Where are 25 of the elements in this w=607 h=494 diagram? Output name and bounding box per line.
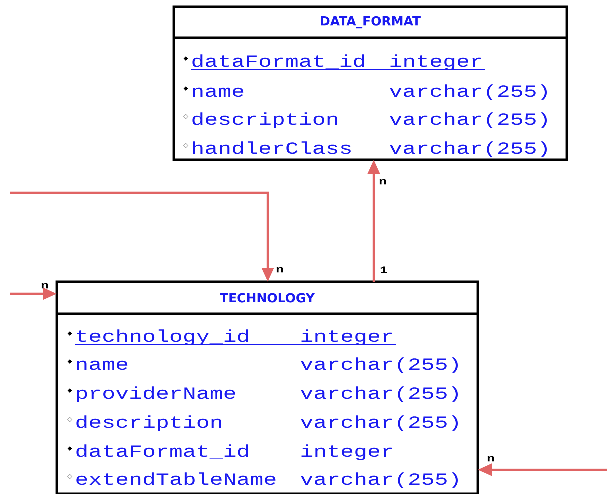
column-name: extendTableName <box>76 472 276 486</box>
cardinality-label: n <box>488 456 494 462</box>
column-name: providerName <box>77 386 236 403</box>
column-name: description <box>76 416 222 432</box>
column-type: varchar(255) <box>300 358 458 374</box>
column-type: varchar(255) <box>300 472 458 489</box>
column-type: integer <box>390 54 482 70</box>
cardinality-label: 1 <box>380 266 388 274</box>
column-name: dataFormat_id <box>76 444 248 459</box>
column-name: description <box>192 112 338 129</box>
column-type: integer <box>302 330 392 346</box>
cardinality-label: n <box>276 267 284 273</box>
column-name: dataFormat_id <box>192 54 364 69</box>
column-type: varchar(255) <box>390 142 547 158</box>
column-type: varchar(255) <box>300 386 458 403</box>
column-type: varchar(255) <box>390 112 547 129</box>
column-type: varchar(255) <box>390 84 547 101</box>
column-type: integer <box>302 444 392 460</box>
column-name: technology_id <box>77 330 248 346</box>
cardinality-label: n <box>42 283 48 289</box>
column-name: name <box>193 88 244 98</box>
column-type: varchar(255) <box>300 416 458 432</box>
column-name: name <box>77 360 128 370</box>
cardinality-label: n <box>380 179 386 185</box>
column-name: handlerClass <box>193 142 351 154</box>
